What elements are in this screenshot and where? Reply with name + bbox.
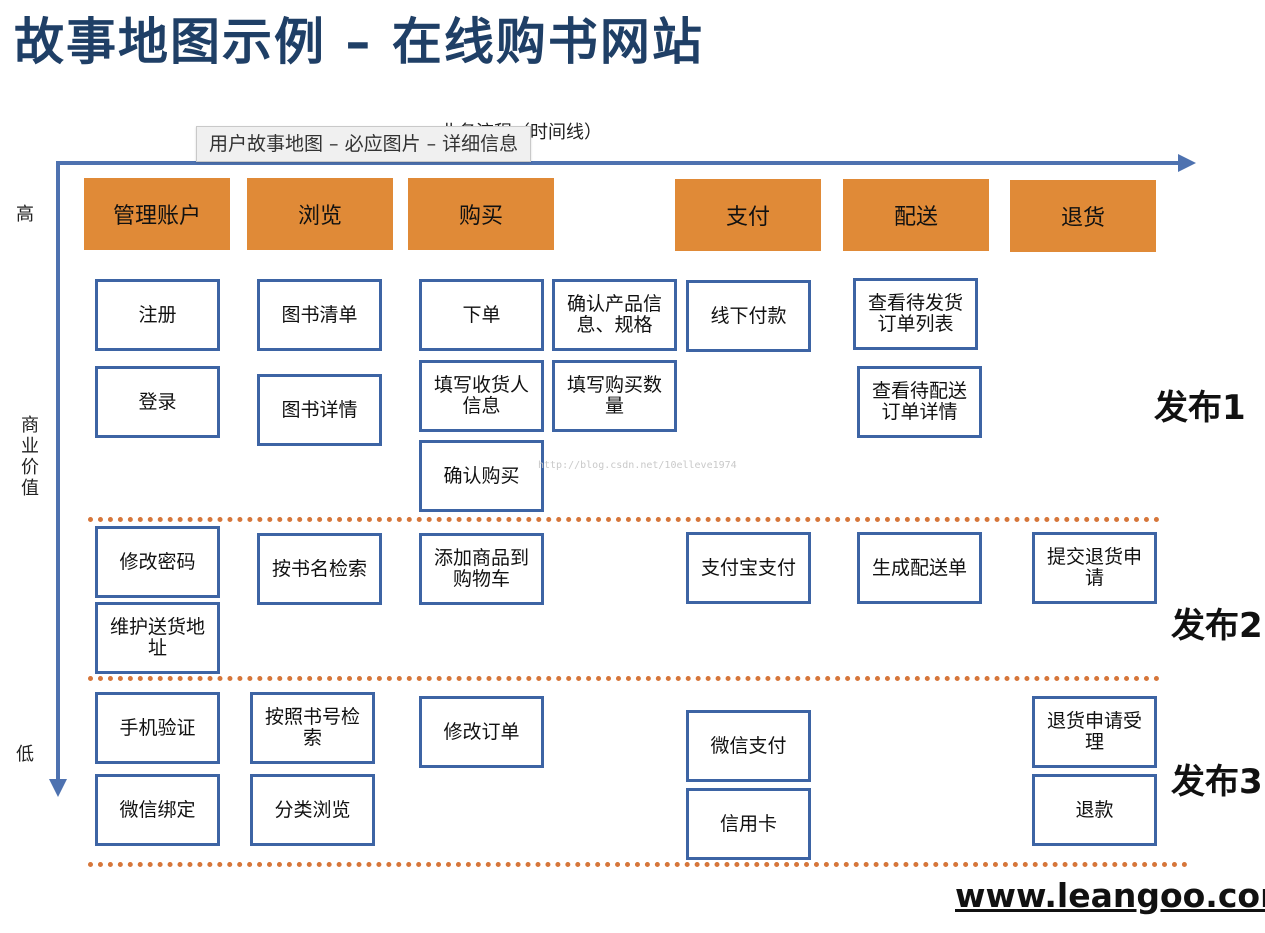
- site-url: www.leangoo.com: [955, 876, 1265, 915]
- story-card: 按照书号检索: [250, 692, 375, 764]
- axis-value-label: 商业价值: [21, 415, 39, 499]
- header-delivery: 配送: [843, 179, 989, 251]
- story-card: 微信绑定: [95, 774, 220, 846]
- axis-low-label: 低: [16, 744, 34, 765]
- story-card: 查看待发货订单列表: [853, 278, 978, 350]
- image-tooltip: 用户故事地图 – 必应图片 – 详细信息: [196, 126, 532, 162]
- story-card: 注册: [95, 279, 220, 351]
- vertical-axis-arrow: [49, 779, 67, 797]
- release-3-label: 发布3: [1171, 762, 1263, 802]
- story-card: 添加商品到购物车: [419, 533, 544, 605]
- story-card: 退款: [1032, 774, 1157, 846]
- story-card: 修改订单: [419, 696, 544, 768]
- story-card: 确认购买: [419, 440, 544, 512]
- horizontal-axis-arrow: [1178, 154, 1196, 172]
- page-title: 故事地图示例 – 在线购书网站: [14, 13, 704, 71]
- story-card: 分类浏览: [250, 774, 375, 846]
- header-manage-account: 管理账户: [84, 178, 230, 250]
- story-card: 图书清单: [257, 279, 382, 351]
- watermark: http://blog.csdn.net/10elleve1974: [538, 460, 737, 471]
- header-purchase: 购买: [408, 178, 554, 250]
- story-card: 登录: [95, 366, 220, 438]
- release-1-separator: [88, 517, 1160, 522]
- release-2-label: 发布2: [1171, 606, 1263, 646]
- release-2-separator: [88, 676, 1160, 681]
- story-card: 线下付款: [686, 280, 811, 352]
- story-card: 查看待配送订单详情: [857, 366, 982, 438]
- story-card: 维护送货地址: [95, 602, 220, 674]
- story-card: 修改密码: [95, 526, 220, 598]
- story-card: 生成配送单: [857, 532, 982, 604]
- story-card: 填写收货人信息: [419, 360, 544, 432]
- release-1-label: 发布1: [1154, 388, 1246, 428]
- story-card: 提交退货申请: [1032, 532, 1157, 604]
- story-card: 填写购买数量: [552, 360, 677, 432]
- story-card: 退货申请受理: [1032, 696, 1157, 768]
- header-browse: 浏览: [247, 178, 393, 250]
- story-card: 信用卡: [686, 788, 811, 860]
- axis-high-label: 高: [16, 204, 34, 225]
- header-payment: 支付: [675, 179, 821, 251]
- story-card: 微信支付: [686, 710, 811, 782]
- story-card: 图书详情: [257, 374, 382, 446]
- story-card: 按书名检索: [257, 533, 382, 605]
- story-card: 确认产品信息、规格: [552, 279, 677, 351]
- release-3-separator: [88, 862, 1188, 867]
- header-return: 退货: [1010, 180, 1156, 252]
- story-card: 下单: [419, 279, 544, 351]
- story-card: 支付宝支付: [686, 532, 811, 604]
- story-card: 手机验证: [95, 692, 220, 764]
